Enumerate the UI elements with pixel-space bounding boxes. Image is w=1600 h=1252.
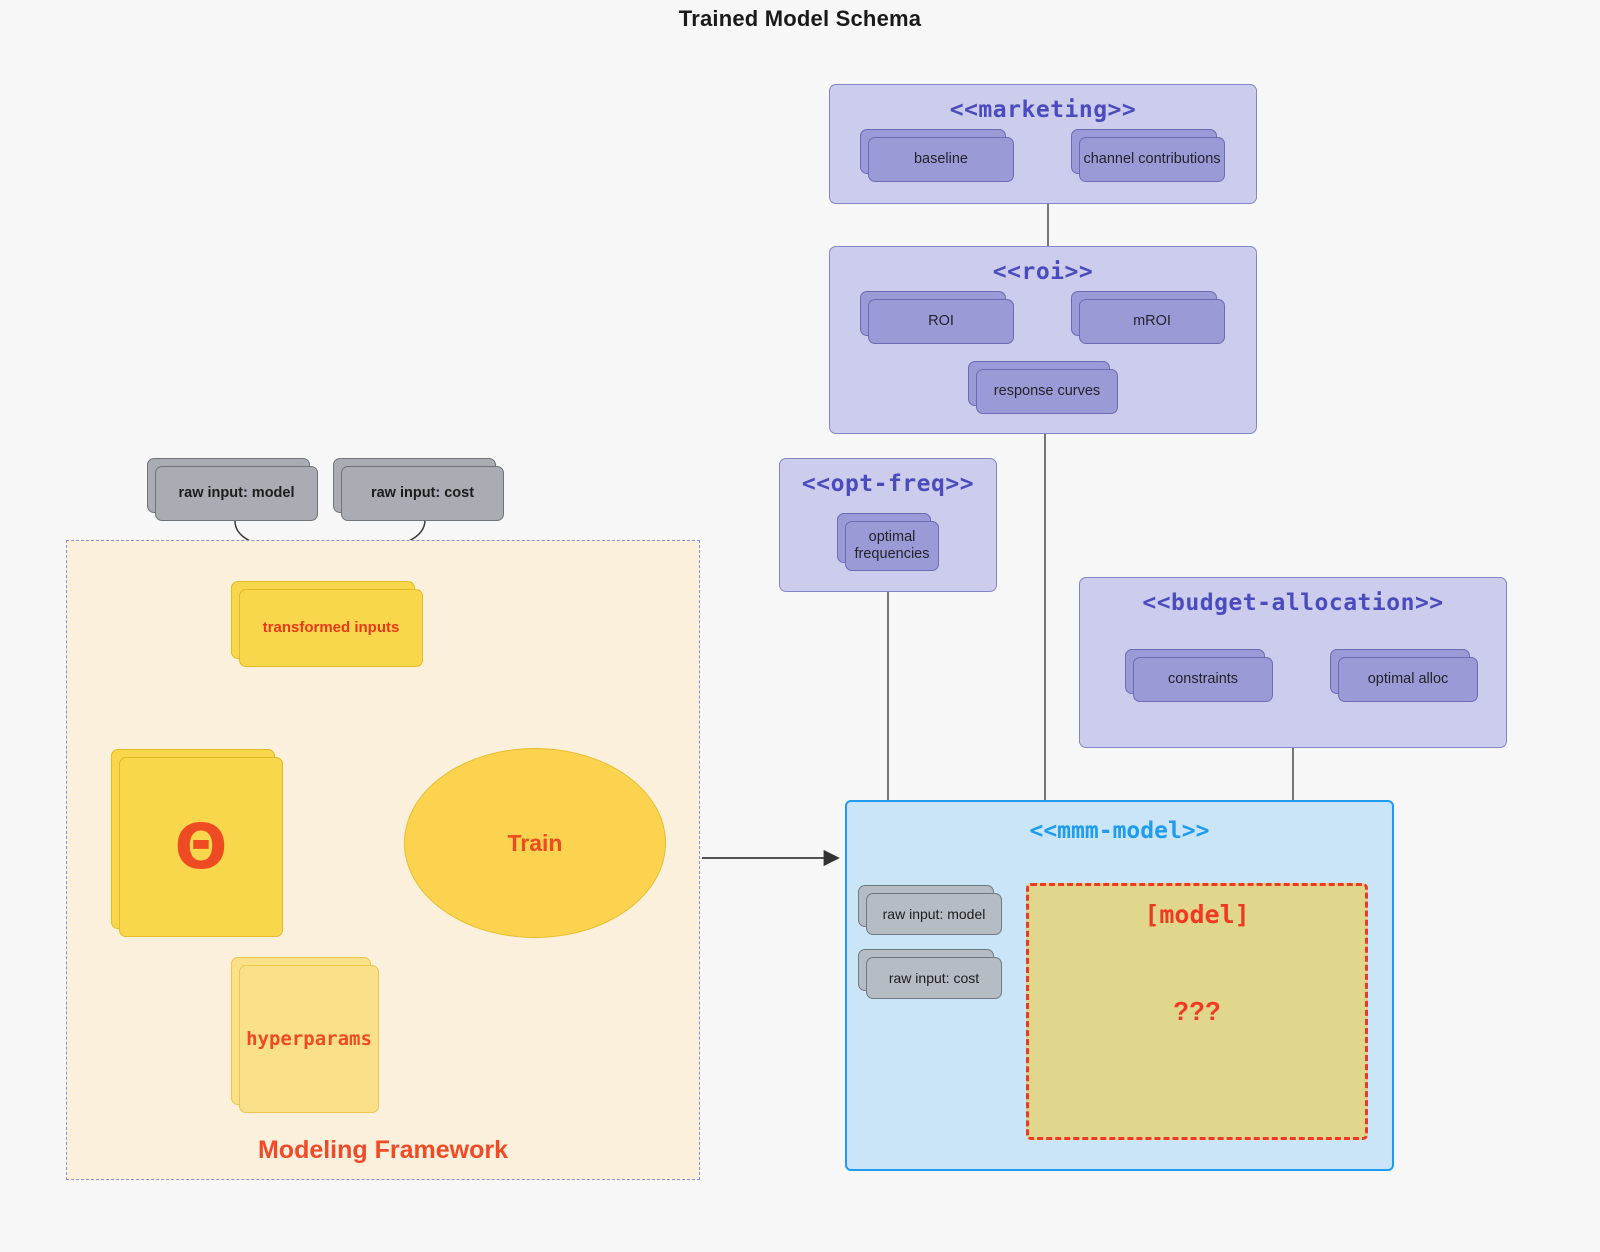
node-raw-input-cost-label: raw input: cost (341, 466, 504, 521)
node-hyperparams[interactable]: hyperparams (231, 957, 379, 1113)
node-hyperparams-label: hyperparams (239, 965, 379, 1113)
node-roi[interactable]: ROI (860, 291, 1014, 344)
node-theta[interactable]: Θ (111, 749, 283, 937)
node-train[interactable]: Train (404, 748, 666, 938)
node-mmm-raw-input-cost-label: raw input: cost (866, 957, 1002, 999)
node-optimal-frequencies-label: optimal frequencies (845, 521, 939, 571)
model-placeholder-question: ??? (1173, 996, 1221, 1026)
node-channel-contributions[interactable]: channel contributions (1071, 129, 1225, 182)
package-mmm-model-title: <<mmm-model>> (1029, 818, 1210, 844)
node-mroi-label: mROI (1079, 299, 1225, 344)
node-optimal-alloc[interactable]: optimal alloc (1330, 649, 1478, 702)
node-constraints-label: constraints (1133, 657, 1273, 702)
package-roi-title: <<roi>> (992, 259, 1094, 285)
package-budget-allocation-title: <<budget-allocation>> (1142, 590, 1444, 616)
node-mroi[interactable]: mROI (1071, 291, 1225, 344)
node-train-label: Train (507, 829, 563, 856)
node-baseline[interactable]: baseline (860, 129, 1014, 182)
package-marketing-title: <<marketing>> (949, 97, 1137, 123)
node-channel-contributions-label: channel contributions (1079, 137, 1225, 182)
modeling-framework-label: Modeling Framework (257, 1136, 509, 1164)
node-mmm-raw-input-model-label: raw input: model (866, 893, 1002, 935)
node-transformed-inputs[interactable]: transformed inputs (231, 581, 423, 667)
node-raw-input-cost[interactable]: raw input: cost (333, 458, 504, 521)
node-optimal-frequencies-line2: frequencies (854, 546, 930, 562)
node-raw-input-model-label: raw input: model (155, 466, 318, 521)
package-opt-freq-title: <<opt-freq>> (801, 471, 975, 497)
model-placeholder-box[interactable]: [model] ??? (1026, 883, 1368, 1140)
node-constraints[interactable]: constraints (1125, 649, 1273, 702)
node-response-curves-label: response curves (976, 369, 1118, 414)
hyperparams-text: hyperparams (246, 1027, 372, 1050)
node-baseline-label: baseline (868, 137, 1014, 182)
node-optimal-alloc-label: optimal alloc (1338, 657, 1478, 702)
page-title: Trained Model Schema (678, 6, 922, 31)
node-optimal-frequencies[interactable]: optimal frequencies (837, 513, 939, 571)
node-raw-input-model[interactable]: raw input: model (147, 458, 318, 521)
node-response-curves[interactable]: response curves (968, 361, 1118, 414)
node-transformed-inputs-label: transformed inputs (239, 589, 423, 667)
node-mmm-raw-input-model[interactable]: raw input: model (858, 885, 1002, 935)
theta-glyph: Θ (174, 810, 228, 883)
node-theta-label: Θ (119, 757, 283, 937)
model-placeholder-label: [model] (1144, 900, 1250, 929)
node-mmm-raw-input-cost[interactable]: raw input: cost (858, 949, 1002, 999)
node-optimal-frequencies-line1: optimal (868, 528, 916, 545)
node-roi-label: ROI (868, 299, 1014, 344)
